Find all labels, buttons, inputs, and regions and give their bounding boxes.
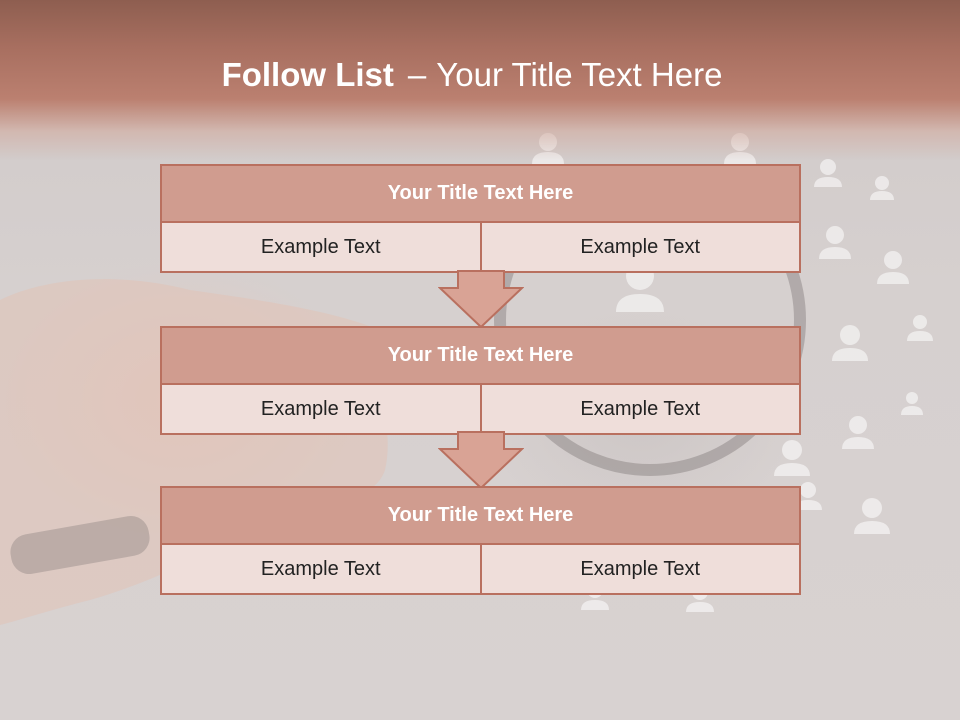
step-title-3: Your Title Text Here — [162, 488, 799, 545]
down-arrow-icon — [438, 431, 524, 490]
person-icon — [870, 176, 894, 200]
step-cell-right-3: Example Text — [479, 545, 799, 593]
step-row-1: Example Text Example Text — [162, 223, 799, 271]
person-icon — [854, 498, 890, 534]
step-box-2: Your Title Text Here Example Text Exampl… — [160, 326, 801, 435]
person-icon — [842, 416, 874, 449]
person-icon — [774, 440, 810, 476]
title-bar — [0, 0, 960, 160]
step-box-1: Your Title Text Here Example Text Exampl… — [160, 164, 801, 273]
person-icon — [832, 325, 868, 361]
step-cell-right-2: Example Text — [479, 385, 799, 433]
person-icon — [907, 315, 933, 341]
person-icon — [901, 392, 923, 415]
step-title-1: Your Title Text Here — [162, 166, 799, 223]
step-box-3: Your Title Text Here Example Text Exampl… — [160, 486, 801, 595]
step-row-3: Example Text Example Text — [162, 545, 799, 593]
slide-title-dash: – — [407, 56, 427, 93]
slide-title-bold: Follow List — [221, 56, 394, 93]
person-icon — [877, 251, 909, 284]
slide-title-rest: Your Title Text Here — [436, 56, 723, 93]
person-icon — [814, 159, 842, 187]
step-row-2: Example Text Example Text — [162, 385, 799, 433]
person-icon — [794, 482, 822, 510]
step-cell-left-2: Example Text — [162, 385, 480, 433]
slide-title: Follow List–Your Title Text Here — [0, 56, 944, 94]
magnifier-handle-graphic — [10, 516, 150, 574]
step-cell-right-1: Example Text — [479, 223, 799, 271]
down-arrow-icon — [438, 270, 524, 329]
person-icon — [819, 226, 851, 259]
step-cell-left-3: Example Text — [162, 545, 480, 593]
step-title-2: Your Title Text Here — [162, 328, 799, 385]
step-cell-left-1: Example Text — [162, 223, 480, 271]
